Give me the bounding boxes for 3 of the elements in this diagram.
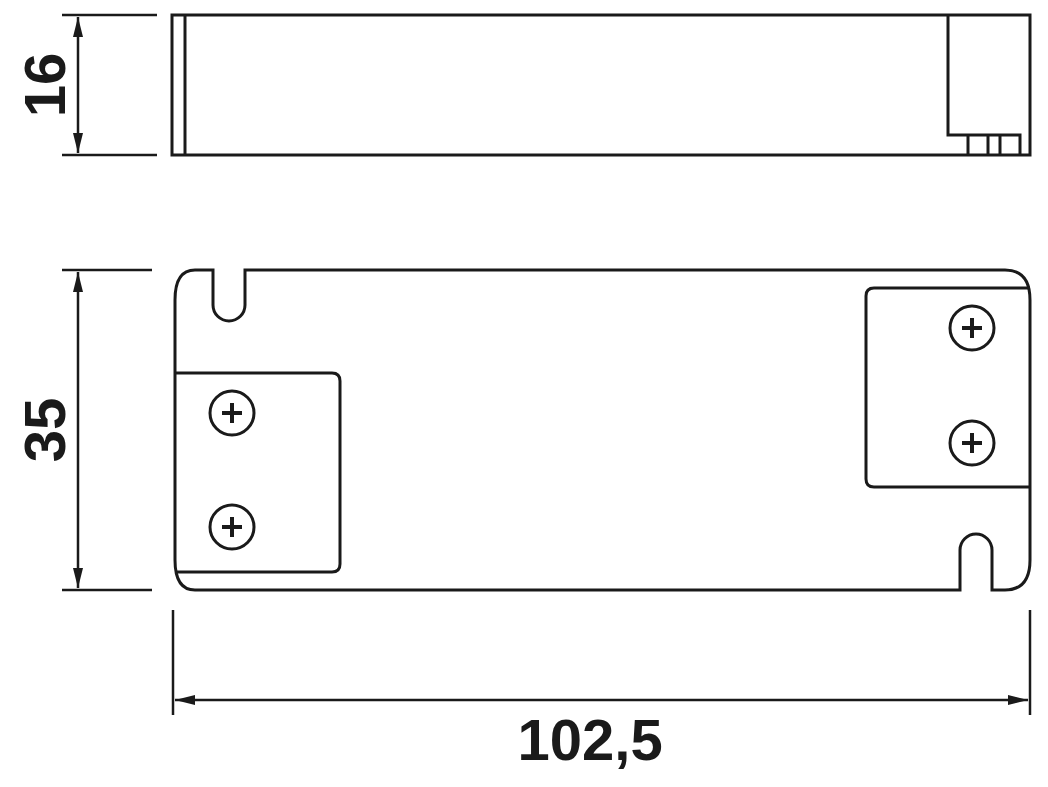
dimension-label: 102,5	[517, 711, 663, 769]
dimension-label: 16	[15, 52, 74, 118]
dimension-label: 35	[15, 397, 74, 463]
